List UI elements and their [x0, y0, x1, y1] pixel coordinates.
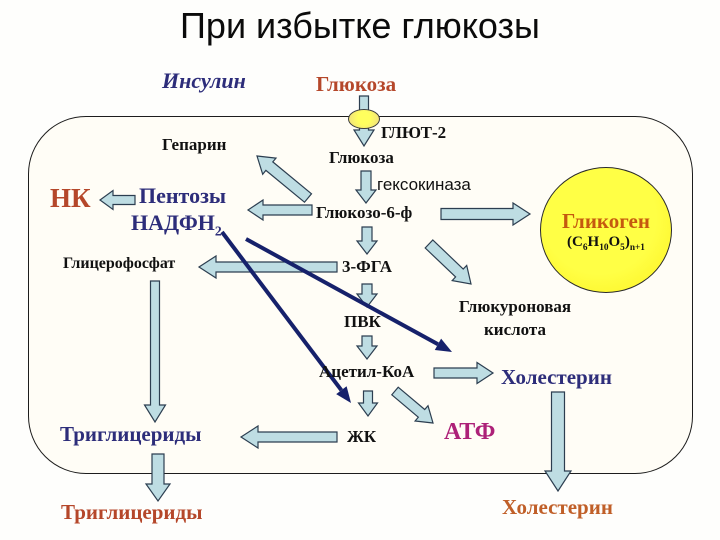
formula-part: (C [567, 234, 583, 250]
label-3-pga: 3-ФГА [342, 257, 393, 276]
formula-sub: 6 [582, 243, 588, 253]
label-pentoses: Пентозы [139, 183, 227, 208]
formula-sub: 5 [620, 243, 625, 253]
label-cholesterol-inside: Холестерин [501, 365, 612, 389]
glycogen-formula: (C6H10O5)n+1 [567, 233, 645, 253]
page-title: При избытке глюкозы [180, 5, 540, 46]
label-atp: АТФ [444, 419, 496, 445]
label-glucose-6-phosphate: Глюкозо-6-ф [316, 203, 413, 222]
formula-sub: 10 [599, 243, 609, 253]
label-heparin: Гепарин [162, 135, 227, 154]
label-nucleic-acids: НК [50, 183, 91, 213]
formula-sub: n+1 [629, 243, 645, 253]
label-triglycerides-inside: Триглицериды [60, 422, 202, 446]
nadph-base: НАДФН [131, 210, 215, 235]
label-nadph: НАДФН2 [131, 210, 222, 239]
nadph-subscript: 2 [214, 223, 222, 239]
formula-part: O [608, 234, 621, 250]
label-glucose-in: Глюкоза [329, 148, 394, 167]
label-glycogen: Гликоген [562, 209, 650, 233]
label-glucuronic-acid: Глюкуроновая кислота [430, 295, 600, 341]
label-insulin: Инсулин [162, 68, 246, 93]
label-cholesterol-outside: Холестерин [502, 495, 613, 519]
label-triglycerides-outside: Триглицериды [61, 500, 203, 524]
formula-part: H [587, 234, 600, 250]
label-fatty-acids: ЖК [347, 427, 377, 446]
label-pyruvate: ПВК [344, 312, 381, 331]
glucuronic-line1: Глюкуроновая [458, 297, 572, 316]
label-glycerophosphate: Глицерофосфат [63, 255, 176, 272]
glucuronic-line2: кислота [483, 320, 546, 339]
glut2-transporter-shape [348, 109, 380, 129]
label-acetyl-coa: Ацетил-КоА [319, 362, 415, 381]
glycogen-granule: Гликоген (C6H10O5)n+1 [540, 167, 672, 293]
label-hexokinase: гексокиназа [377, 175, 471, 194]
label-glut2: ГЛЮТ-2 [381, 123, 447, 142]
formula-part: ) [624, 234, 630, 250]
label-glucose-top: Глюкоза [316, 72, 397, 96]
